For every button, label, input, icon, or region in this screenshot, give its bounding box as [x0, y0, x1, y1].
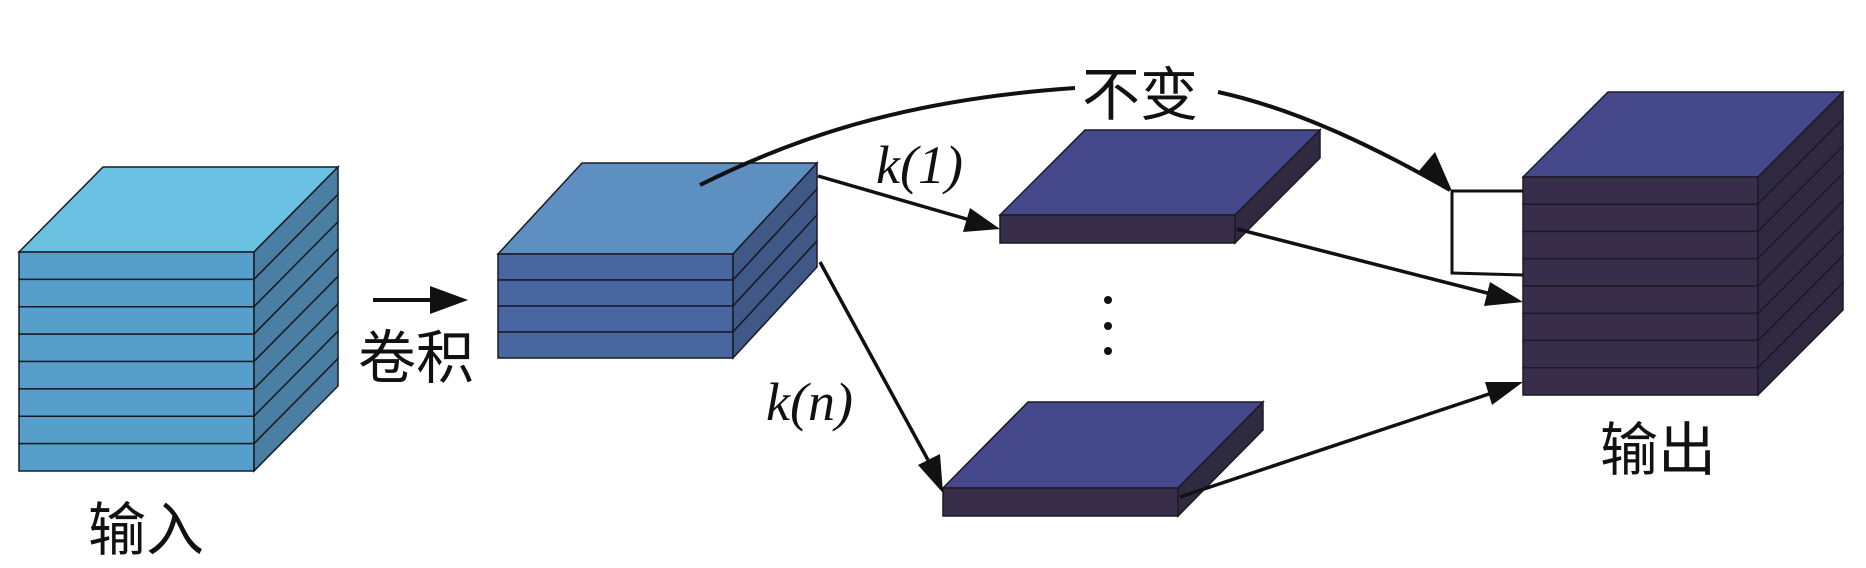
input-layer-front [18, 251, 255, 281]
output-layer-front [1522, 285, 1759, 314]
arrow-k1 [817, 174, 971, 222]
skip-arrowhead [1418, 152, 1452, 191]
conv-layer-side [732, 239, 818, 360]
input-layer-front [18, 360, 255, 390]
output-layer-front [1522, 258, 1759, 287]
skip-bracket [1450, 189, 1524, 277]
label-output: 输出 [1600, 416, 1716, 484]
input-layer-front [18, 278, 255, 308]
convolution-arrowhead [430, 286, 468, 314]
arrow-slab1-output-head [1484, 282, 1523, 306]
label-convolution: 卷积 [358, 324, 474, 392]
input-layer-side [253, 356, 339, 473]
skip-connection-curve-left [699, 86, 1076, 187]
arrow-kn [818, 261, 930, 461]
input-layer-front [18, 333, 255, 363]
arrow-slab2-output-head [1485, 382, 1523, 405]
slab-k1-layer-front [999, 214, 1236, 244]
ellipsis-dot [1104, 296, 1112, 304]
label-k1: k(1) [876, 135, 963, 195]
skip-connection-curve-right [1217, 90, 1451, 192]
slab-kn-layer-side [1177, 400, 1264, 518]
conv-layer-front [497, 253, 734, 281]
arrow-slab2-output [1179, 390, 1496, 499]
label-unchanged: 不变 [1082, 61, 1198, 129]
output-layer-front [1522, 230, 1759, 260]
output-layer-front [1522, 367, 1759, 396]
slab-k1-layer-side [1234, 128, 1321, 245]
arrow-slab1-output [1236, 227, 1496, 297]
output-layer-side [1757, 280, 1844, 397]
arrow-kn-head [918, 454, 943, 493]
conv-layer-front [497, 331, 734, 359]
input-layer-front [18, 415, 255, 445]
input-layer-front [18, 442, 255, 472]
label-input: 输入 [88, 496, 204, 564]
output-layer-front [1522, 312, 1759, 342]
input-layer-front [18, 306, 255, 335]
ellipsis-dot [1104, 322, 1112, 330]
arrow-k1-head [963, 208, 1000, 232]
input-layer-front [18, 388, 255, 417]
conv-layer-front [497, 305, 734, 333]
label-kn: k(n) [766, 372, 853, 432]
output-layer-front [1522, 203, 1759, 233]
conv-layer-front [497, 279, 734, 307]
output-layer-front [1522, 339, 1759, 369]
output-layer-front [1522, 176, 1759, 205]
slab-kn-layer-front [942, 487, 1179, 517]
ellipsis-dot [1104, 347, 1112, 355]
